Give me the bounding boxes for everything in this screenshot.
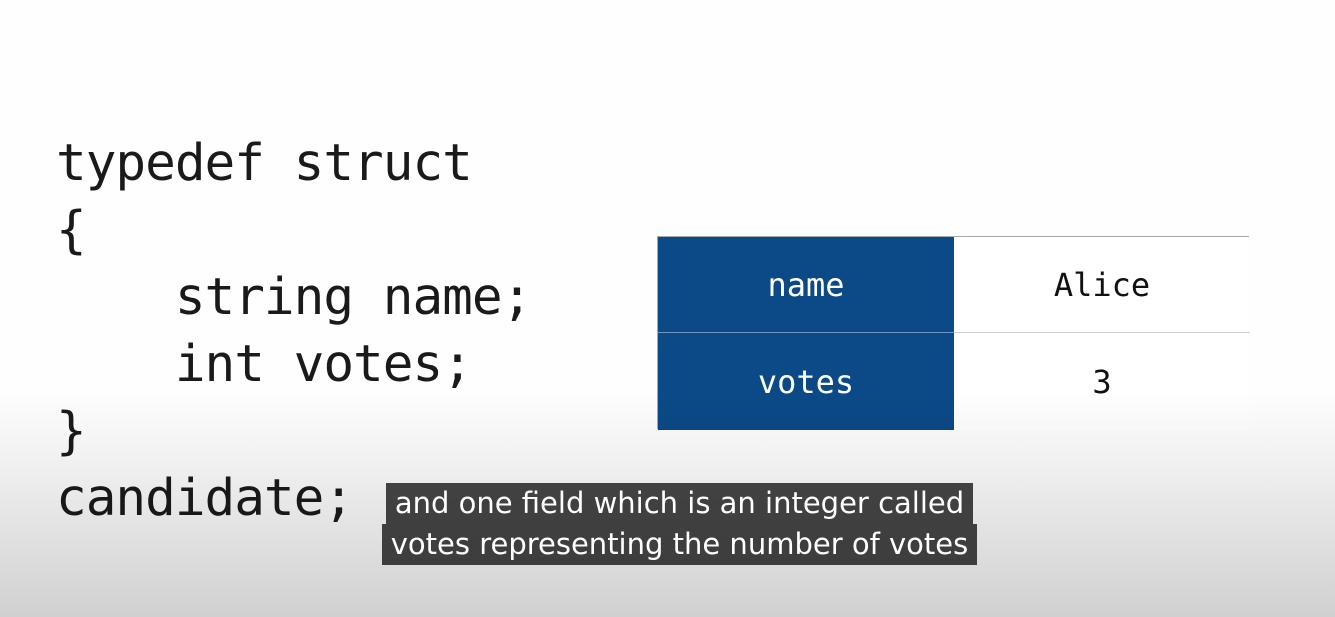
struct-table: name Alice votes 3 bbox=[657, 236, 1250, 430]
caption-line: votes representing the number of votes bbox=[381, 524, 978, 565]
code-line: int votes; bbox=[56, 335, 473, 394]
field-name-cell: name bbox=[658, 237, 954, 333]
field-name-cell: votes bbox=[658, 333, 954, 430]
subtitle-caption: and one field which is an integer called… bbox=[374, 483, 985, 565]
code-line: typedef struct bbox=[56, 134, 473, 193]
field-value-cell: 3 bbox=[954, 333, 1250, 430]
code-line: { bbox=[56, 201, 87, 260]
field-value-cell: Alice bbox=[954, 237, 1250, 333]
code-line: candidate; bbox=[56, 469, 354, 528]
caption-line: and one field which is an integer called bbox=[385, 483, 974, 524]
code-line: } bbox=[56, 402, 87, 461]
code-line: string name; bbox=[56, 268, 532, 327]
code-block: typedef struct { string name; int votes;}… bbox=[56, 130, 532, 532]
